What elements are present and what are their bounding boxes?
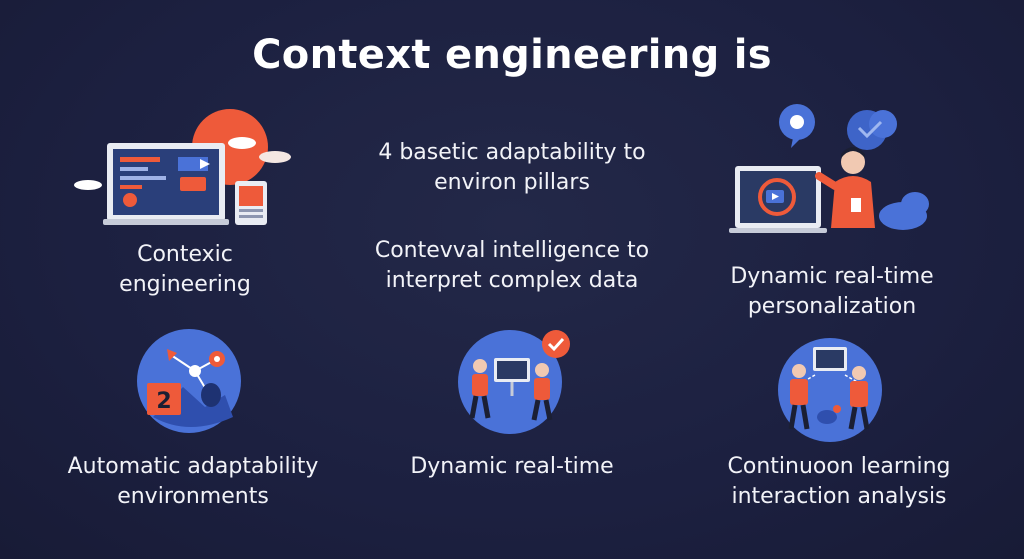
personalization-label: Dynamic real-time personalization bbox=[730, 264, 934, 319]
team-monitor-icon bbox=[775, 335, 885, 445]
hub-badge: 2 bbox=[156, 389, 171, 414]
page-title: Context engineering is bbox=[252, 32, 772, 78]
automatic-adaptability-label: Automatic adaptability environments bbox=[67, 454, 319, 509]
laptop-dashboard-icon bbox=[70, 105, 300, 230]
presenter-screen-icon bbox=[725, 100, 930, 245]
continuous-learning-label: Continuoon learning interaction analysis bbox=[727, 454, 951, 509]
contextual-engineering-label: Contexic engineering bbox=[119, 242, 251, 297]
intelligence-text: Contevval intelligence to interpret comp… bbox=[374, 238, 650, 293]
pillars-text: 4 basetic adaptability to environ pillar… bbox=[378, 140, 646, 195]
process-hub-icon: 2 bbox=[133, 325, 245, 437]
collaboration-icon bbox=[452, 322, 572, 437]
dynamic-realtime-label: Dynamic real-time bbox=[410, 454, 614, 479]
